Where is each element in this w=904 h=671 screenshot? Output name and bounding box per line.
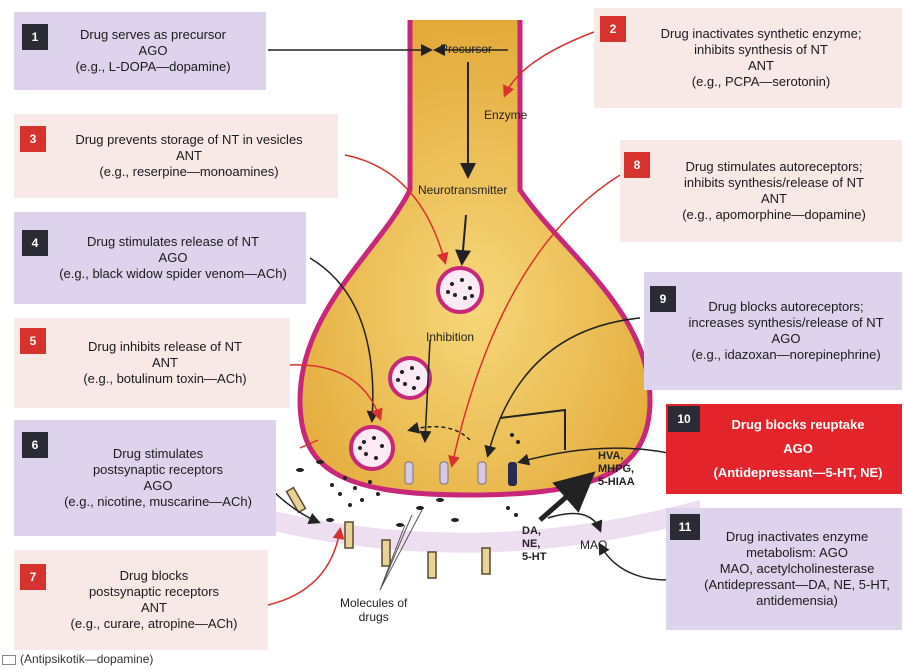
vesicle-icon <box>351 427 393 469</box>
box-number-1: 1 <box>22 24 48 50</box>
box-number-8: 8 <box>624 152 650 178</box>
box-number-7: 7 <box>20 564 46 590</box>
footer-caption: (Antipsikotik—dopamine) <box>2 652 153 666</box>
box-number-4: 4 <box>22 230 48 256</box>
box-number-3: 3 <box>20 126 46 152</box>
mechanism-box-8: Drug stimulates autoreceptors;inhibits s… <box>620 140 902 242</box>
precursor-label: Precursor <box>440 42 492 56</box>
postsynaptic-membrane <box>270 500 700 553</box>
box-number-6: 6 <box>22 432 48 458</box>
monoamines-label: DA, NE, 5-HT <box>522 525 546 564</box>
footer-icon <box>2 655 16 665</box>
inhibition-label: Inhibition <box>426 330 474 344</box>
neurotransmitter-label: Neurotransmitter <box>418 183 507 197</box>
mao-label: MAO <box>580 538 607 552</box>
enzyme-label: Enzyme <box>484 108 527 122</box>
box-number-10: 10 <box>668 406 700 432</box>
vesicle-icon <box>438 268 482 312</box>
mechanism-box-9: Drug blocks autoreceptors;increases synt… <box>644 272 902 390</box>
box-number-5: 5 <box>20 328 46 354</box>
box-number-11: 11 <box>670 514 700 540</box>
vesicle-icon <box>390 358 430 398</box>
box-number-9: 9 <box>650 286 676 312</box>
mechanism-box-2: Drug inactivates synthetic enzyme;inhibi… <box>594 8 902 108</box>
box-number-2: 2 <box>600 16 626 42</box>
metabolites-label: HVA, MHPG, 5-HIAA <box>598 450 635 489</box>
molecules-label: Molecules of drugs <box>340 596 407 624</box>
